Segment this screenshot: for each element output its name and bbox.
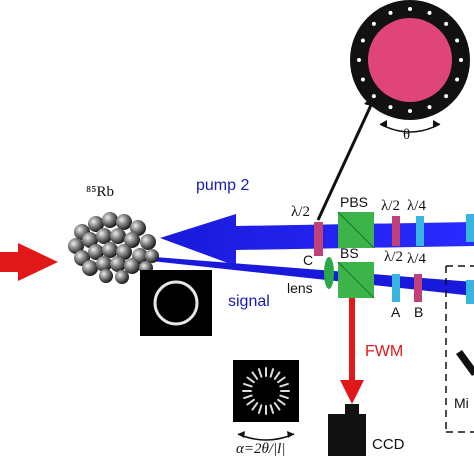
- rotator-tick: [371, 21, 376, 26]
- theta-arc-arrow: [379, 120, 441, 133]
- pbs-half-wave-plate: [392, 216, 400, 246]
- fwm-label: FWM: [365, 343, 403, 360]
- rotator-tick: [408, 7, 412, 11]
- petal-fringe: [251, 371, 259, 380]
- petal-fringe: [257, 368, 263, 378]
- petal-fringe: [279, 382, 289, 388]
- label-b: B: [414, 304, 423, 320]
- rotator-tick: [357, 58, 361, 62]
- petal-fringe: [246, 398, 255, 406]
- half-wave-label-c: λ/2: [291, 204, 310, 220]
- signal-beam: [142, 256, 474, 296]
- petal-fringe: [279, 394, 289, 400]
- rotator-disc: [350, 0, 470, 120]
- petal-fringe: [269, 404, 275, 414]
- pump2-label: pump 2: [196, 177, 249, 194]
- rb-label: ⁸⁵Rb: [86, 184, 114, 200]
- pbs-half-wave-label: λ/2: [381, 198, 400, 214]
- alpha-arc-arrow: [237, 431, 295, 441]
- rotator-tick: [408, 109, 412, 113]
- rotator-tick: [444, 21, 449, 26]
- rotator-tick: [360, 77, 365, 82]
- mirror-label: Mi: [454, 395, 469, 411]
- edge-wave-plate-bottom: [466, 280, 474, 304]
- bs-half-wave-label: λ/2: [384, 249, 403, 265]
- petal-fringe: [251, 402, 259, 411]
- petal-fringe: [243, 394, 253, 400]
- rotator-tick: [455, 77, 460, 82]
- petal-fringe: [243, 382, 253, 388]
- probe-input-arrow: [0, 243, 58, 281]
- edge-wave-plate-top: [466, 214, 474, 242]
- rotator-tick: [388, 105, 393, 110]
- alpha-formula-label: α=2θ/|l|: [236, 441, 285, 457]
- petal-fringe: [277, 398, 286, 406]
- bs-cube: [337, 261, 375, 299]
- rotator-tick: [459, 58, 463, 62]
- pbs-cube: [337, 211, 375, 249]
- pbs-label: PBS: [340, 194, 368, 210]
- ccd-label: CCD: [372, 436, 405, 453]
- bs-quarter-wave-plate-b: [414, 274, 422, 302]
- bs-half-wave-plate-a: [392, 274, 400, 302]
- petal-fringe: [246, 376, 255, 384]
- lens-label: lens: [287, 280, 313, 296]
- petal-fringe: [277, 376, 286, 384]
- petal-fringe: [273, 402, 281, 411]
- rotator-tick: [360, 38, 365, 43]
- rotator-tick: [444, 94, 449, 99]
- bs-label: BS: [340, 245, 359, 261]
- rotator-tick: [455, 38, 460, 43]
- rotator-tick: [371, 94, 376, 99]
- pbs-quarter-wave-plate: [416, 216, 424, 246]
- donut-mode-image: [140, 270, 212, 336]
- fwm-beam: [340, 298, 364, 404]
- mirror: [456, 350, 474, 376]
- rotator-tick: [427, 10, 432, 15]
- rotator-tick: [388, 10, 393, 15]
- label-a: A: [391, 304, 401, 320]
- half-wave-plate-c: [314, 222, 323, 256]
- petal-interference-image: [233, 360, 299, 422]
- label-c: C: [303, 252, 313, 268]
- theta-label: θ: [403, 127, 410, 143]
- rotator-tick: [427, 105, 432, 110]
- dashed-enclosure: [445, 265, 474, 433]
- bs-quarter-wave-label: λ/4: [407, 251, 426, 267]
- lens: [324, 257, 334, 289]
- petal-fringe: [273, 371, 281, 380]
- rb-atom-cloud: [68, 212, 159, 284]
- signal-label: signal: [228, 293, 270, 310]
- petal-fringe: [257, 404, 263, 414]
- petal-fringe: [269, 368, 275, 378]
- pbs-quarter-wave-label: λ/4: [407, 198, 426, 214]
- ccd-camera: [328, 404, 366, 456]
